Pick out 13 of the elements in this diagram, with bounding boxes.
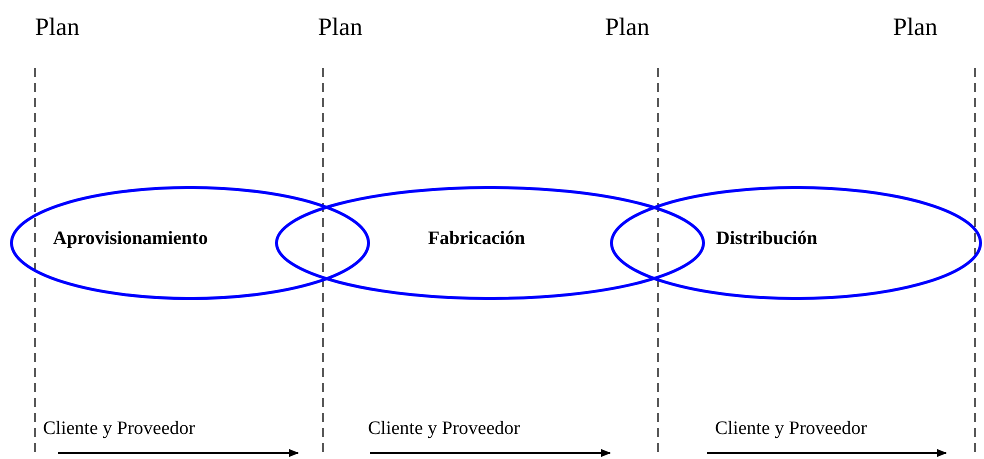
plan-label: Plan	[318, 14, 362, 42]
plan-label: Plan	[605, 14, 650, 42]
ellipse	[275, 186, 705, 300]
plan-label: Plan	[893, 14, 938, 42]
ellipse	[610, 186, 982, 300]
plan-label: Plan	[35, 14, 80, 42]
ellipse	[10, 186, 370, 300]
flow-label: Cliente y Proveedor	[43, 418, 195, 440]
ellipse-label: Distribución	[716, 228, 818, 250]
ellipse-label: Aprovisionamiento	[53, 228, 208, 250]
flow-label: Cliente y Proveedor	[368, 418, 520, 440]
flow-label: Cliente y Proveedor	[715, 418, 867, 440]
ellipse-label: Fabricación	[428, 228, 526, 250]
